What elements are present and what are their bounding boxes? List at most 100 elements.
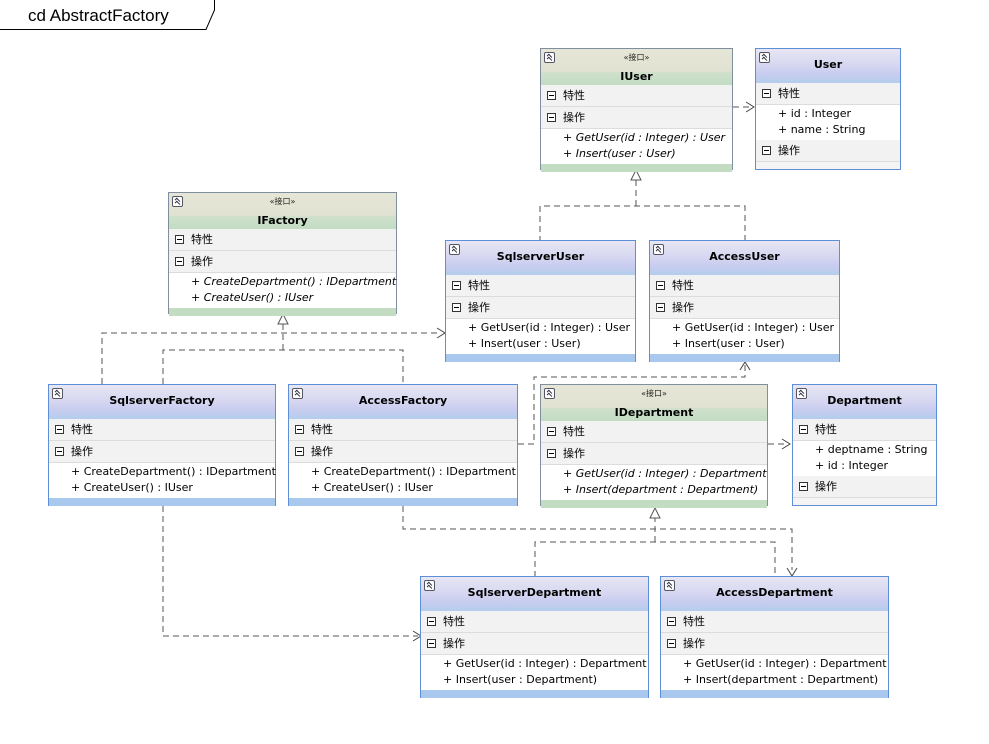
collapse-icon[interactable] (544, 388, 555, 399)
collapse-icon[interactable] (796, 388, 807, 399)
operations-section[interactable]: 操作 (650, 297, 839, 319)
attributes-section[interactable]: 特性 (541, 421, 767, 443)
minus-icon[interactable] (547, 427, 556, 436)
minus-icon[interactable] (762, 146, 771, 155)
collapse-icon[interactable] (52, 388, 63, 399)
class-header: AccessDepartment (661, 577, 888, 611)
minus-icon[interactable] (295, 425, 304, 434)
minus-icon[interactable] (656, 303, 665, 312)
attributes-section[interactable]: 特性 (541, 85, 732, 107)
class-name: SqlserverFactory (109, 394, 215, 407)
operations-section[interactable]: 操作 (793, 476, 936, 498)
class-accessfactory[interactable]: AccessFactory 特性 操作 + CreateDepartment()… (288, 384, 518, 506)
class-idepartment[interactable]: «接口» IDepartment 特性 操作 + GetUser(id : In… (540, 384, 768, 508)
collapse-icon[interactable] (664, 580, 675, 591)
operations-section[interactable]: 操作 (169, 251, 396, 273)
operations-section[interactable]: 操作 (421, 633, 648, 655)
attributes-section[interactable]: 特性 (49, 419, 275, 441)
minus-icon[interactable] (656, 281, 665, 290)
minus-icon[interactable] (427, 617, 436, 626)
collapse-icon[interactable] (449, 244, 460, 255)
class-user[interactable]: User 特性 + id : Integer + name : String 操… (755, 48, 901, 170)
collapse-icon[interactable] (292, 388, 303, 399)
operations-section[interactable]: 操作 (756, 140, 900, 162)
operation[interactable]: + GetUser(id : Integer) : User (446, 320, 635, 336)
attribute[interactable]: + id : Integer (756, 106, 900, 122)
collapse-icon[interactable] (653, 244, 664, 255)
minus-icon[interactable] (667, 617, 676, 626)
operation[interactable]: + GetUser(id : Integer) : Department (541, 466, 767, 482)
operation[interactable]: + CreateDepartment() : IDepartment (289, 464, 517, 480)
class-iuser[interactable]: «接口» IUser 特性 操作 + GetUser(id : Integer)… (540, 48, 733, 172)
minus-icon[interactable] (667, 639, 676, 648)
attributes-section[interactable]: 特性 (650, 275, 839, 297)
class-sqlserverdepartment[interactable]: SqlserverDepartment 特性 操作 + GetUser(id :… (420, 576, 649, 698)
operation[interactable]: + GetUser(id : Integer) : Department (421, 656, 648, 672)
minus-icon[interactable] (452, 281, 461, 290)
attributes-section[interactable]: 特性 (289, 419, 517, 441)
minus-icon[interactable] (295, 447, 304, 456)
minus-icon[interactable] (175, 257, 184, 266)
operation[interactable]: + Insert(department : Department) (661, 672, 888, 688)
minus-icon[interactable] (55, 425, 64, 434)
class-name: IUser (620, 70, 653, 83)
class-header: SqlserverDepartment (421, 577, 648, 611)
class-name: AccessFactory (358, 394, 448, 407)
minus-icon[interactable] (799, 482, 808, 491)
collapse-icon[interactable] (172, 196, 183, 207)
diagram-frame-tab (0, 0, 215, 30)
operation[interactable]: + Insert(department : Department) (541, 482, 767, 498)
minus-icon[interactable] (547, 91, 556, 100)
minus-icon[interactable] (55, 447, 64, 456)
attributes-section[interactable]: 特性 (793, 419, 936, 441)
attributes-section[interactable]: 特性 (756, 83, 900, 105)
attributes-section[interactable]: 特性 (169, 229, 396, 251)
operations-section[interactable]: 操作 (49, 441, 275, 463)
class-name: AccessDepartment (716, 586, 833, 599)
operations-section[interactable]: 操作 (289, 441, 517, 463)
operations-section[interactable]: 操作 (541, 107, 732, 129)
attribute[interactable]: + name : String (756, 122, 900, 138)
class-accessdepartment[interactable]: AccessDepartment 特性 操作 + GetUser(id : In… (660, 576, 889, 698)
attribute[interactable]: + deptname : String (793, 442, 936, 458)
class-name: IDepartment (614, 406, 694, 419)
operations-section[interactable]: 操作 (661, 633, 888, 655)
dependency-sqlserverfactory-sqlserveruser (101, 332, 441, 384)
minus-icon[interactable] (452, 303, 461, 312)
class-sqlserverfactory[interactable]: SqlserverFactory 特性 操作 + CreateDepartmen… (48, 384, 276, 506)
minus-icon[interactable] (799, 425, 808, 434)
attributes-section[interactable]: 特性 (421, 611, 648, 633)
operation[interactable]: + GetUser(id : Integer) : User (541, 130, 732, 146)
arrowhead-accessdepartment (786, 567, 798, 577)
operation[interactable]: + Insert(user : User) (650, 336, 839, 352)
class-department[interactable]: Department 特性 + deptname : String + id :… (792, 384, 937, 506)
operation[interactable]: + GetUser(id : Integer) : Department (661, 656, 888, 672)
minus-icon[interactable] (547, 449, 556, 458)
attributes-section[interactable]: 特性 (446, 275, 635, 297)
collapse-icon[interactable] (544, 52, 555, 63)
class-sqlserveruser[interactable]: SqlserverUser 特性 操作 + GetUser(id : Integ… (445, 240, 636, 362)
minus-icon[interactable] (427, 639, 436, 648)
operation[interactable]: + Insert(user : Department) (421, 672, 648, 688)
class-accessuser[interactable]: AccessUser 特性 操作 + GetUser(id : Integer)… (649, 240, 840, 362)
operation[interactable]: + CreateDepartment() : IDepartment (49, 464, 276, 480)
attribute[interactable]: + id : Integer (793, 458, 936, 474)
operation[interactable]: + CreateDepartment() : IDepartment (169, 274, 396, 290)
operations-section[interactable]: 操作 (541, 443, 767, 465)
operation[interactable]: + GetUser(id : Integer) : User (650, 320, 839, 336)
collapse-icon[interactable] (759, 52, 770, 63)
operations-section[interactable]: 操作 (446, 297, 635, 319)
operation[interactable]: + CreateUser() : IUser (169, 290, 396, 306)
attributes-section[interactable]: 特性 (661, 611, 888, 633)
minus-icon[interactable] (175, 235, 184, 244)
operation[interactable]: + CreateUser() : IUser (289, 480, 517, 496)
minus-icon[interactable] (547, 113, 556, 122)
minus-icon[interactable] (762, 89, 771, 98)
operation[interactable]: + Insert(user : User) (446, 336, 635, 352)
class-ifactory[interactable]: «接口» IFactory 特性 操作 + CreateDepartment()… (168, 192, 397, 316)
operation[interactable]: + Insert(user : User) (541, 146, 732, 162)
class-name: SqlserverDepartment (467, 586, 602, 599)
operation[interactable]: + CreateUser() : IUser (49, 480, 275, 496)
realization-departments-idepartment (534, 541, 776, 577)
collapse-icon[interactable] (424, 580, 435, 591)
